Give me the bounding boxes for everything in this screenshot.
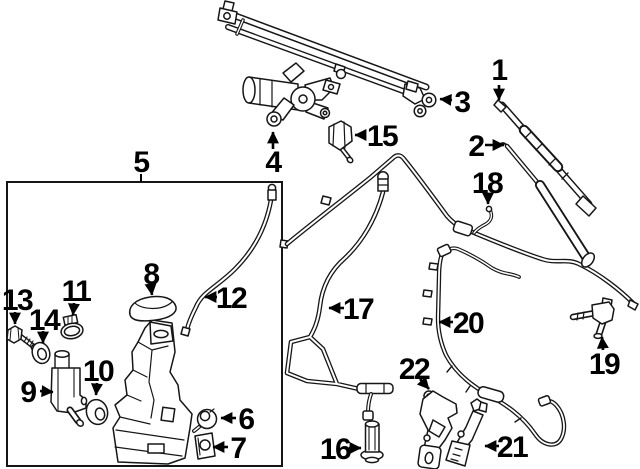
callout-3-number[interactable]: 3 xyxy=(454,86,472,119)
callout-18[interactable]: 18 xyxy=(472,167,505,205)
pump-grommet-drawing xyxy=(85,398,109,426)
support-bracket-drawing xyxy=(445,398,488,467)
callout-1-number[interactable]: 1 xyxy=(491,54,509,87)
filler-hose-drawing xyxy=(180,183,277,337)
hose-harness-drawing xyxy=(422,243,567,447)
wiper-linkage-drawing xyxy=(217,0,437,118)
pivot-cap-drawing xyxy=(328,120,354,164)
callout-9[interactable]: 9 xyxy=(20,376,54,409)
callout-5-number[interactable]: 5 xyxy=(133,146,151,179)
callout-2-number[interactable]: 2 xyxy=(468,130,486,163)
callout-11-number[interactable]: 11 xyxy=(62,275,93,308)
callout-20[interactable]: 20 xyxy=(438,307,486,340)
callout-21[interactable]: 21 xyxy=(484,431,530,464)
wiper-blade-drawing xyxy=(493,99,597,217)
callout-9-number[interactable]: 9 xyxy=(20,376,38,409)
callout-14[interactable]: 14 xyxy=(29,304,63,344)
wiper-arm-drawing xyxy=(498,142,596,268)
washer-hose-rear-drawing xyxy=(279,153,639,311)
callout-17-number[interactable]: 17 xyxy=(343,293,376,326)
hose-clamp-drawing xyxy=(60,313,84,340)
callout-16[interactable]: 16 xyxy=(320,433,362,466)
bolt-drawing xyxy=(6,325,38,351)
callout-13-number[interactable]: 13 xyxy=(2,284,35,317)
callout-13[interactable]: 13 xyxy=(2,284,35,325)
callout-6[interactable]: 6 xyxy=(220,403,256,436)
callout-12-number[interactable]: 12 xyxy=(216,282,249,315)
callout-1[interactable]: 1 xyxy=(491,54,509,101)
callout-8[interactable]: 8 xyxy=(143,258,161,296)
callout-4-number[interactable]: 4 xyxy=(265,146,284,179)
callout-5[interactable]: 5 xyxy=(133,146,151,182)
callout-12[interactable]: 12 xyxy=(204,282,249,315)
callout-21-number[interactable]: 21 xyxy=(497,431,530,464)
callout-19-number[interactable]: 19 xyxy=(589,348,622,381)
callout-22-number[interactable]: 22 xyxy=(399,353,432,386)
callout-18-number[interactable]: 18 xyxy=(472,167,505,200)
callout-19[interactable]: 19 xyxy=(589,336,622,381)
callout-8-number[interactable]: 8 xyxy=(143,258,161,291)
callout-10-number[interactable]: 10 xyxy=(83,355,116,388)
callout-17[interactable]: 17 xyxy=(328,293,376,326)
callout-16-number[interactable]: 16 xyxy=(320,433,353,466)
callout-4[interactable]: 4 xyxy=(265,131,284,179)
callout-2[interactable]: 2 xyxy=(468,130,505,163)
callout-22[interactable]: 22 xyxy=(399,353,432,390)
callout-6-number[interactable]: 6 xyxy=(238,403,256,436)
reservoir-cap-drawing xyxy=(128,295,177,322)
washer-jet-drawing xyxy=(360,420,384,464)
callout-10[interactable]: 10 xyxy=(83,355,116,396)
mount-bracket-drawing xyxy=(417,390,458,469)
washer-hose-front-drawing xyxy=(284,171,394,421)
callout-7-number[interactable]: 7 xyxy=(230,432,248,465)
callout-15-number[interactable]: 15 xyxy=(367,120,400,153)
callout-15[interactable]: 15 xyxy=(354,120,400,153)
callout-3[interactable]: 3 xyxy=(439,86,472,119)
callout-7[interactable]: 7 xyxy=(212,432,248,465)
small-grommet-drawing xyxy=(192,408,218,433)
callout-14-number[interactable]: 14 xyxy=(29,304,63,337)
callout-20-number[interactable]: 20 xyxy=(453,307,486,340)
callout-11[interactable]: 11 xyxy=(62,275,93,316)
washer-reservoir-drawing xyxy=(112,319,193,465)
retainer-pad-drawing xyxy=(194,432,216,460)
wiper-motor-drawing xyxy=(242,62,341,127)
hood-nozzle-drawing xyxy=(569,297,615,340)
